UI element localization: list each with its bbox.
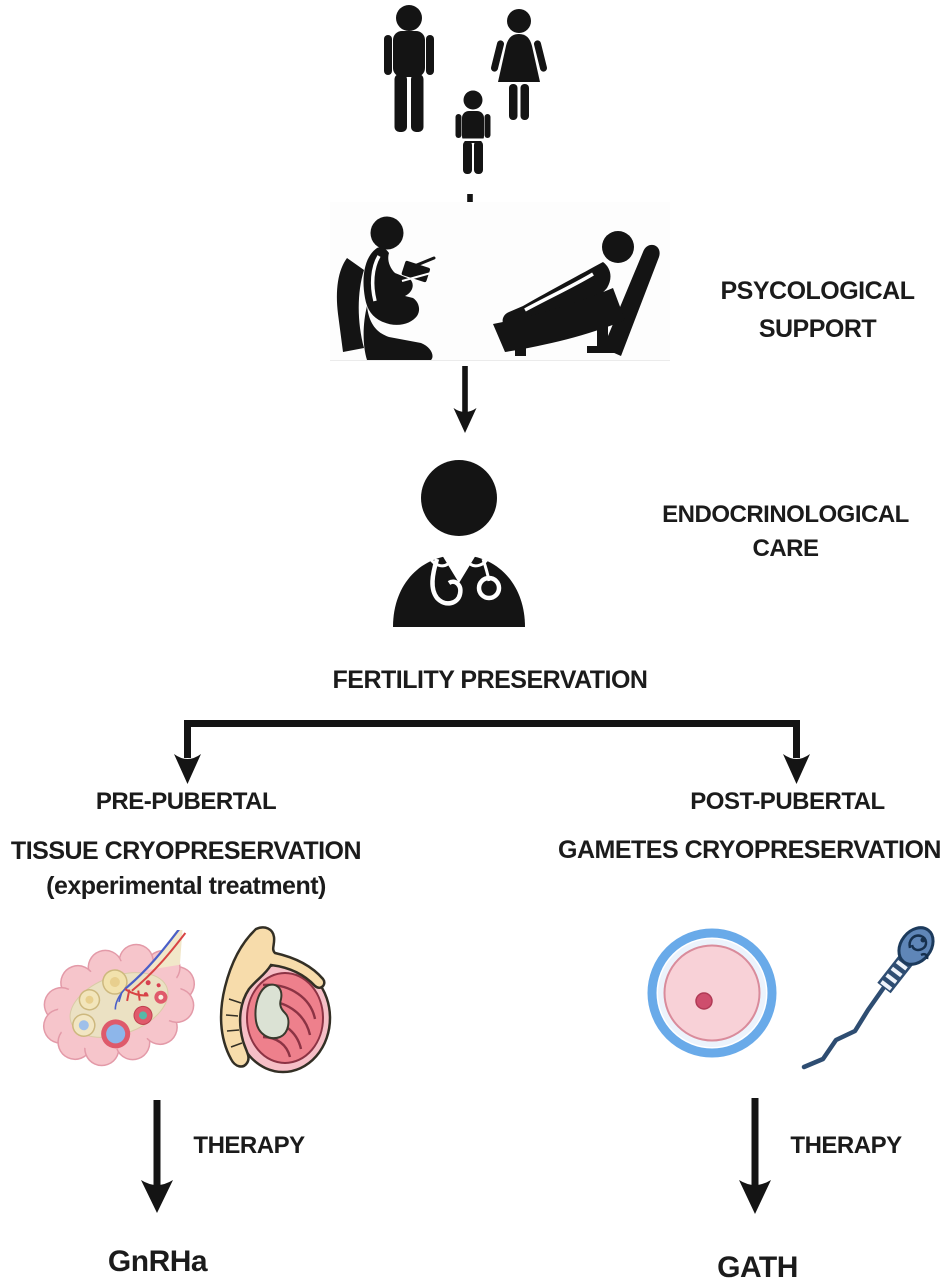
fertility-preservation-label: FERTILITY PRESERVATION: [272, 664, 708, 697]
gnrha-label: GnRHa: [95, 1242, 220, 1281]
label-line: PRE-PUBERTAL: [95, 788, 277, 815]
endocrinological-care-label: ENDOCRINOLOGICAL CARE: [638, 498, 933, 566]
psychological-support-label: PSYCOLOGICAL SUPPORT: [695, 272, 940, 348]
therapy-label-right: THERAPY: [785, 1130, 907, 1161]
patient-on-couch-icon: [485, 224, 668, 356]
label-line: TISSUE CRYOPRESERVATION: [10, 837, 362, 865]
therapy-arrow-right: [735, 1098, 775, 1215]
label-line: PSYCOLOGICAL: [720, 277, 915, 305]
testis-illustration: [213, 923, 335, 1080]
man-icon: [384, 5, 434, 132]
label-line: GnRHa: [107, 1245, 208, 1278]
label-line: GAMETES CRYOPRESERVATION: [558, 836, 941, 864]
psychological-support-pictogram: [330, 202, 670, 361]
branch-connector-arrows: [172, 706, 812, 786]
tissue-cryopreservation-label: TISSUE CRYOPRESERVATION (experimental tr…: [1, 834, 371, 904]
gath-label: GATH: [695, 1248, 820, 1284]
woman-icon: [490, 9, 548, 120]
pre-pubertal-label: PRE-PUBERTAL: [1, 786, 371, 817]
label-line: ENDOCRINOLOGICAL: [662, 501, 909, 528]
family-icons: [330, 4, 610, 176]
down-arrow-psych-to-endo: [450, 366, 480, 434]
label-line: SUPPORT: [758, 315, 877, 343]
therapy-arrow-left: [137, 1100, 177, 1214]
label-line: GATH: [717, 1251, 798, 1284]
doctor-icon: [390, 455, 528, 627]
child-icon: [455, 90, 491, 174]
label-line: FERTILITY PRESERVATION: [332, 666, 648, 694]
label-line: THERAPY: [790, 1132, 902, 1159]
post-pubertal-label: POST-PUBERTAL: [600, 786, 944, 817]
oocyte-illustration: [645, 926, 779, 1060]
therapy-label-left: THERAPY: [188, 1130, 310, 1161]
ovary-illustration: [30, 930, 208, 1080]
sperm-illustration: [792, 918, 938, 1075]
gametes-cryopreservation-label: GAMETES CRYOPRESERVATION: [558, 834, 941, 867]
therapist-in-chair-icon: [333, 214, 445, 360]
label-line: POST-PUBERTAL: [690, 788, 885, 815]
label-line: (experimental treatment): [46, 872, 326, 900]
label-line: THERAPY: [193, 1132, 305, 1159]
label-line: CARE: [752, 535, 819, 562]
